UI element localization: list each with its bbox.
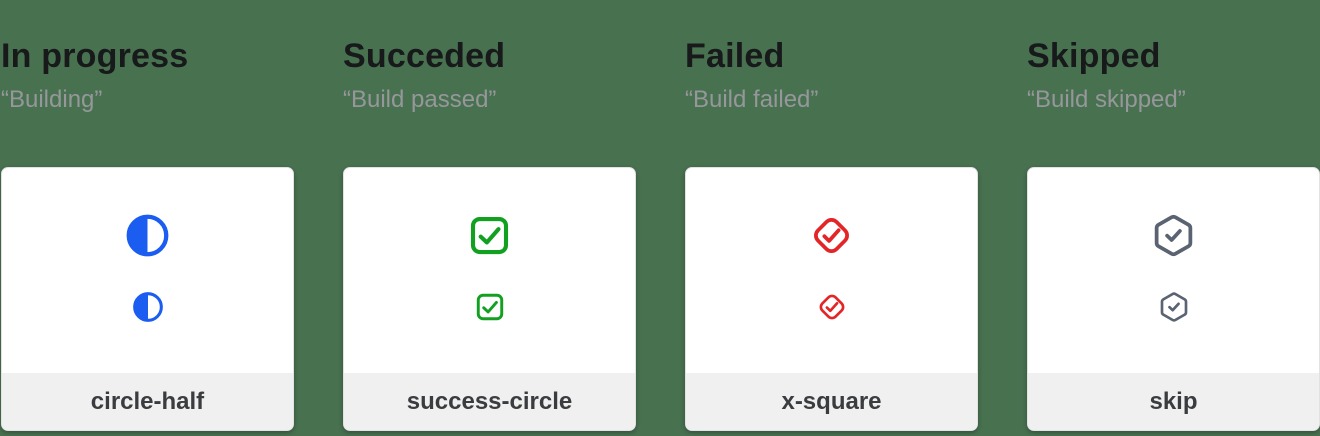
check-square-icon-large	[470, 216, 509, 255]
check-hexagon-icon-small	[1160, 292, 1187, 322]
column-title: Skipped	[1027, 37, 1161, 75]
icon-name-label: x-square	[686, 373, 977, 430]
check-hexagon-icon-large	[1154, 214, 1193, 257]
check-diamond-icon-small	[819, 294, 844, 320]
column-subtitle: “Building”	[1, 85, 103, 113]
icon-card: x-square	[685, 167, 978, 431]
column-header: Skipped “Build skipped”	[1027, 0, 1320, 167]
icon-name-label: success-circle	[344, 373, 635, 430]
icon-area	[1028, 168, 1319, 373]
column-failed: Failed “Build failed” x-square	[685, 0, 978, 431]
column-subtitle: “Build passed”	[343, 85, 497, 113]
icon-name-label: circle-half	[2, 373, 293, 430]
column-header: Succeded “Build passed”	[343, 0, 636, 167]
column-title: Failed	[685, 37, 785, 75]
icon-area	[2, 168, 293, 373]
column-subtitle: “Build skipped”	[1027, 85, 1186, 113]
icon-card: skip	[1027, 167, 1320, 431]
icon-card: circle-half	[1, 167, 294, 431]
circle-half-icon-large	[126, 214, 169, 257]
column-succeded: Succeded “Build passed” success-circle	[343, 0, 636, 431]
column-subtitle: “Build failed”	[685, 85, 819, 113]
check-square-icon-small	[476, 293, 503, 321]
column-title: In progress	[1, 37, 189, 75]
circle-half-icon-small	[132, 292, 163, 322]
icon-area	[686, 168, 977, 373]
column-skipped: Skipped “Build skipped” skip	[1027, 0, 1320, 431]
column-header: In progress “Building”	[1, 0, 294, 167]
check-diamond-icon-large	[814, 218, 849, 253]
column-in-progress: In progress “Building” circle-half	[1, 0, 294, 431]
icon-area	[344, 168, 635, 373]
column-header: Failed “Build failed”	[685, 0, 978, 167]
icon-card: success-circle	[343, 167, 636, 431]
column-title: Succeded	[343, 37, 506, 75]
icon-name-label: skip	[1028, 373, 1319, 430]
